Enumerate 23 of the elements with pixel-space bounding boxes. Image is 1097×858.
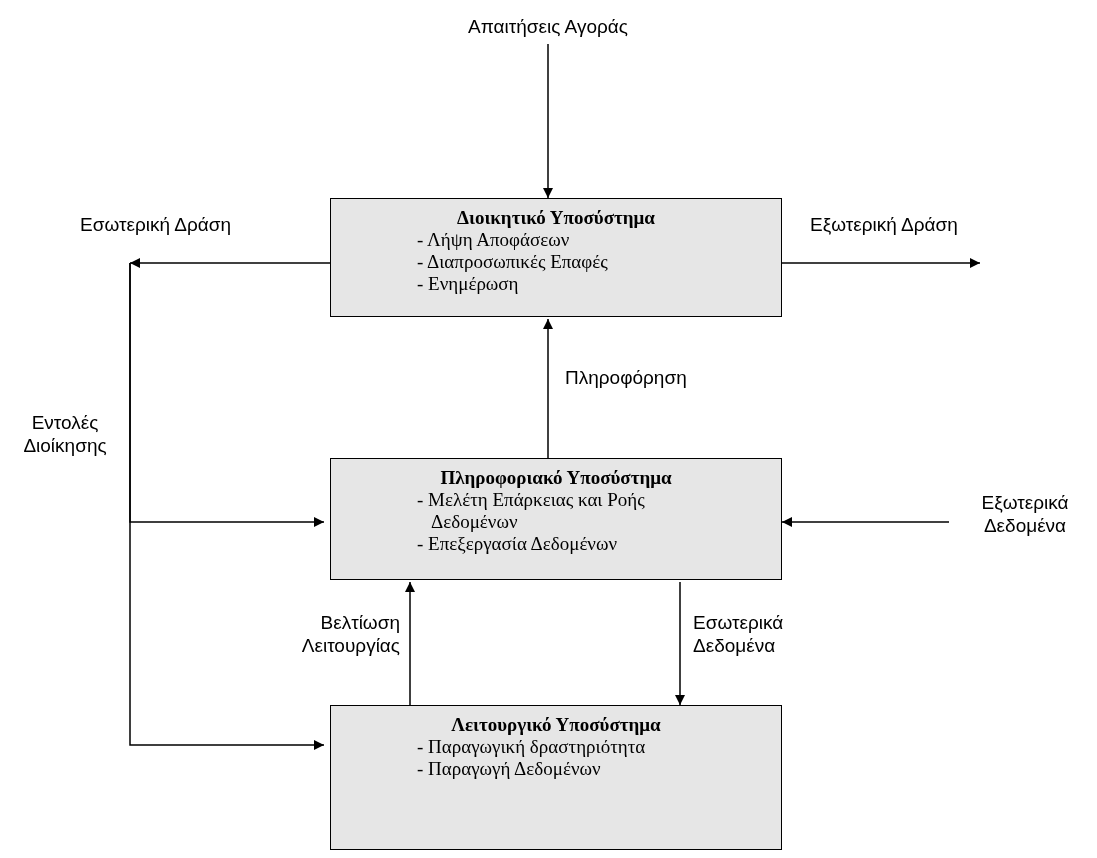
list-item: - Παραγωγική δραστηριότητα xyxy=(417,735,647,758)
arrow xyxy=(675,581,685,706)
arrow xyxy=(543,43,553,199)
list-item: - Μελέτη Επάρκειας και Ροής Δεδομένων xyxy=(417,488,646,533)
box-heading: Λειτουργικό Υποσύστημα xyxy=(450,714,662,736)
list-item: - Ενημέρωση xyxy=(417,272,520,295)
list-item: - Επεξεργασία Δεδομένων xyxy=(417,532,619,555)
arrow xyxy=(781,258,981,268)
list-item: - Παραγωγή Δεδομένων xyxy=(417,757,602,780)
list-item: - Λήψη Αποφάσεων xyxy=(417,228,571,251)
arrow xyxy=(129,258,331,268)
subsystem-box xyxy=(330,705,782,850)
box-heading: Διοικητικό Υποσύστημα xyxy=(456,207,656,229)
arrow xyxy=(781,517,950,527)
arrow xyxy=(543,318,553,459)
arrow xyxy=(405,581,415,706)
subsystem-box xyxy=(330,198,782,317)
list-item: - Διαπροσωπικές Επαφές xyxy=(417,250,609,273)
input-label: Απαιτήσεις Αγοράς xyxy=(440,16,656,42)
subsystem-box xyxy=(330,458,782,580)
input-label: Εξωτερικά Δεδομένα xyxy=(955,492,1095,544)
box-heading: Πληροφοριακό Υποσύστημα xyxy=(439,467,673,489)
arrow xyxy=(129,262,325,750)
